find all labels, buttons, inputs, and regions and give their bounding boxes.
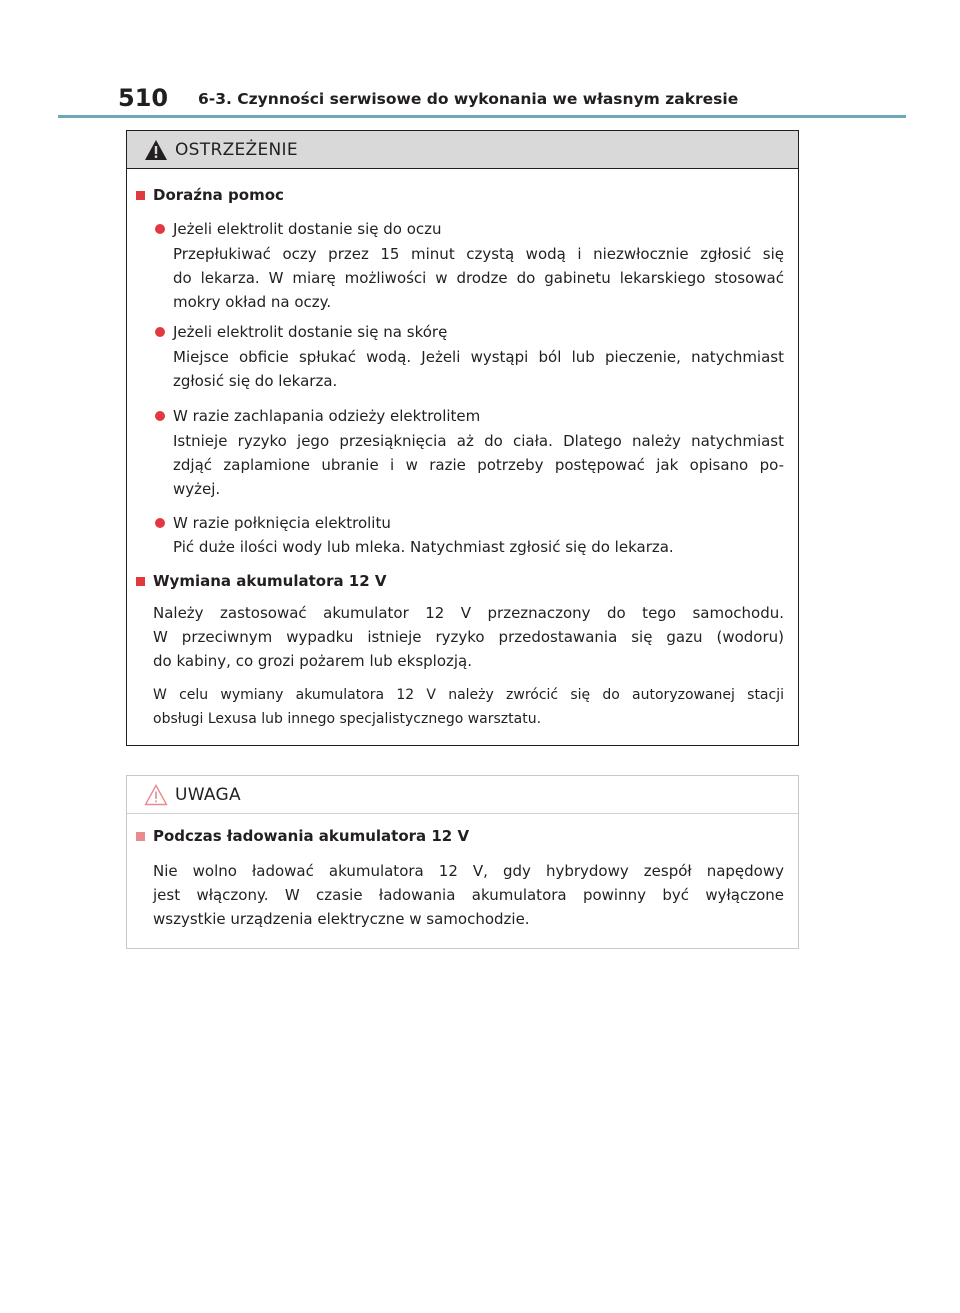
paragraph-line: W celu wymiany akumulatora 12 V należy z… xyxy=(153,687,784,703)
item-text-line: wyżej. xyxy=(173,480,221,498)
item-text-line: zgłosić się do lekarza. xyxy=(173,372,338,390)
notice-heading: Podczas ładowania akumulatora 12 V xyxy=(153,827,470,845)
item-text-line: Przepłukiwać oczy przez 15 minut czystą … xyxy=(173,245,784,263)
item-title: Jeżeli elektrolit dostanie się na skórę xyxy=(173,323,448,341)
paragraph-line: obsługi Lexusa lub innego specjalistyczn… xyxy=(153,711,542,727)
bullet-dot-icon xyxy=(155,224,165,234)
item-text-line: Miejsce obficie spłukać wodą. Jeżeli wys… xyxy=(173,348,784,366)
bullet-dot-icon xyxy=(155,518,165,528)
warning-box-header: OSTRZEŻENIE xyxy=(127,131,798,169)
item-title: W razie zachlapania odzieży elektrolitem xyxy=(173,407,481,425)
notice-text-line: jest włączony. W czasie ładowania akumul… xyxy=(153,886,784,904)
bullet-dot-icon xyxy=(155,327,165,337)
notice-text-line: Nie wolno ładować akumulatora 12 V, gdy … xyxy=(153,862,784,880)
notice-box-header: UWAGA xyxy=(127,776,798,814)
warning-title: OSTRZEŻENIE xyxy=(175,140,298,160)
section-bullet-icon xyxy=(136,191,145,200)
section-title: 6-3. Czynności serwisowe do wykonania we… xyxy=(198,90,739,108)
first-aid-heading: Doraźna pomoc xyxy=(153,186,284,204)
section-bullet-icon xyxy=(136,832,145,841)
paragraph-line: do kabiny, co grozi pożarem lub eksplozj… xyxy=(153,652,472,670)
section-bullet-icon xyxy=(136,577,145,586)
item-title: Jeżeli elektrolit dostanie się do oczu xyxy=(173,220,442,238)
item-title: W razie połknięcia elektrolitu xyxy=(173,514,391,532)
paragraph-line: Należy zastosować akumulator 12 V przezn… xyxy=(153,604,784,622)
page-header: 510 6-3. Czynności serwisowe do wykonani… xyxy=(0,0,960,120)
item-text-line: Istnieje ryzyko jego przesiąknięcia aż d… xyxy=(173,432,784,450)
item-text-line: mokry okład na oczy. xyxy=(173,293,332,311)
caution-triangle-icon xyxy=(144,784,168,806)
bullet-dot-icon xyxy=(155,411,165,421)
warning-triangle-icon xyxy=(145,140,167,160)
battery-replacement-heading: Wymiana akumulatora 12 V xyxy=(153,572,387,590)
item-text-line: zdjąć zaplamione ubranie i w razie potrz… xyxy=(173,456,784,474)
warning-box: OSTRZEŻENIE xyxy=(126,130,799,746)
item-text-line: do lekarza. W miarę możliwości w drodze … xyxy=(173,269,784,287)
item-text-line: Pić duże ilości wody lub mleka. Natychmi… xyxy=(173,538,674,556)
notice-text-line: wszystkie urządzenia elektryczne w samoc… xyxy=(153,910,530,928)
paragraph-line: W przeciwnym wypadku istnieje ryzyko prz… xyxy=(153,628,784,646)
header-divider xyxy=(58,115,906,118)
notice-title: UWAGA xyxy=(175,785,241,805)
page-number: 510 xyxy=(118,84,169,112)
notice-box: UWAGA xyxy=(126,775,799,949)
